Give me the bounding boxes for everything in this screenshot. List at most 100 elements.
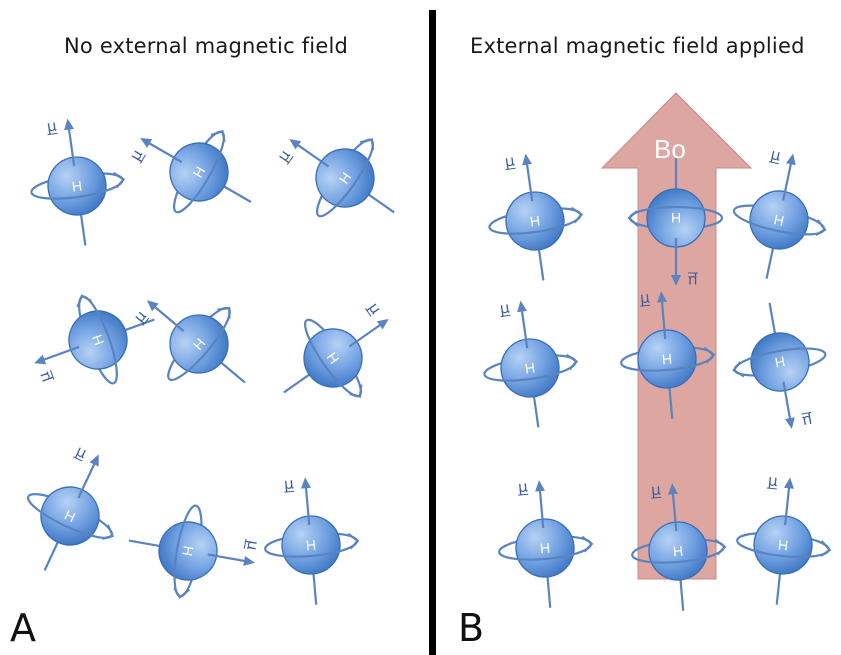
- mu-label: μ: [517, 477, 529, 496]
- panel-b-spin-8: μH: [631, 480, 727, 611]
- mu-vector-bar: [243, 538, 247, 549]
- mu-vector-bar: [73, 456, 83, 462]
- mu-label: μ: [504, 151, 516, 170]
- mu-vector-bar: [49, 369, 55, 380]
- mu-label: μ: [283, 474, 295, 493]
- moment-arrowhead: [517, 300, 528, 313]
- moment-arrowhead: [668, 483, 679, 495]
- panel-b-spin-3: μH: [732, 145, 827, 279]
- magnetic-moment-vector: [525, 157, 534, 202]
- mu-label: μ: [73, 442, 90, 463]
- mu-vector-bar: [505, 167, 516, 171]
- magnetic-moment-vector: [77, 457, 99, 499]
- magnetic-moment-vector: [67, 122, 76, 167]
- panel-a-letter: A: [10, 606, 36, 650]
- rotation-arrowhead: [102, 524, 115, 540]
- panel-a-spin-1: μH: [30, 116, 126, 246]
- panel-a-spin-7: μH: [26, 442, 115, 571]
- rotation-arrowhead: [217, 306, 231, 319]
- mu-label: μ: [243, 539, 262, 552]
- mu-label: μ: [650, 480, 662, 499]
- rotation-arrowhead: [359, 138, 375, 151]
- moment-arrowhead: [289, 138, 302, 150]
- panel-a-spin-4: μH: [34, 294, 155, 385]
- panel-b-spin-9: μH: [736, 471, 832, 605]
- mu-vector-bar: [142, 317, 150, 326]
- rotation-arrowhead: [570, 206, 584, 224]
- rotation-arrowhead: [714, 538, 727, 556]
- moment-arrowhead: [89, 454, 99, 467]
- magnetic-moment-vector: [660, 295, 667, 340]
- moment-arrowhead: [671, 275, 681, 286]
- magnetic-moment-vector: [782, 381, 793, 426]
- magnetic-moment-vector: [348, 320, 387, 348]
- magnetic-moment-vector: [143, 139, 183, 163]
- mu-label: μ: [688, 272, 698, 290]
- moment-arrowhead: [522, 153, 533, 166]
- magnetic-moment-vector: [783, 481, 791, 526]
- mu-label: μ: [769, 145, 783, 165]
- mu-vector-bar: [284, 490, 295, 493]
- mu-vector-bar: [651, 496, 662, 499]
- atom-label: H: [777, 537, 789, 554]
- atom-label: H: [71, 177, 83, 194]
- moment-arrowhead: [657, 291, 668, 303]
- magnetic-moment-vector: [304, 481, 311, 526]
- mu-vector-bar: [47, 132, 58, 136]
- panel-b-title: External magnetic field applied: [470, 34, 805, 58]
- magnetic-moment-vector: [538, 484, 545, 529]
- atom-label: H: [179, 545, 197, 558]
- panel-divider: [429, 10, 436, 655]
- panel-b-letter: B: [458, 606, 485, 650]
- atom-label: H: [305, 537, 316, 554]
- rotation-arrowhead: [76, 294, 92, 308]
- rotation-arrowhead: [703, 346, 716, 364]
- mu-vector-bar: [139, 154, 146, 164]
- rotation-arrowhead: [173, 587, 190, 599]
- moment-arrowhead: [301, 477, 312, 489]
- mu-vector-bar: [286, 155, 294, 165]
- rotation-arrowhead: [732, 361, 745, 378]
- panel-b-spin-7: μH: [498, 477, 594, 608]
- panel-a-spin-2: μH: [126, 129, 252, 214]
- magnetic-moment-vector: [291, 140, 330, 168]
- mu-label: μ: [365, 299, 385, 318]
- rotation-arrowhead: [815, 219, 827, 236]
- moment-arrowhead: [243, 555, 255, 566]
- moment-arrowhead: [783, 477, 794, 489]
- moment-arrowhead: [140, 138, 153, 148]
- mu-vector-bar: [766, 487, 777, 490]
- magnetic-moment-vector: [520, 304, 529, 349]
- panel-b-spin-1: μH: [488, 151, 584, 281]
- moment-arrowhead: [34, 354, 47, 365]
- moment-arrowhead: [784, 417, 795, 429]
- mu-vector-bar: [518, 493, 529, 496]
- field-label-bo: Bo: [654, 134, 686, 164]
- magnetic-moment-vector: [149, 302, 185, 332]
- rotation-arrowhead: [347, 532, 360, 550]
- atom-label: H: [661, 351, 672, 368]
- moment-arrowhead: [146, 300, 159, 312]
- mu-label: μ: [274, 146, 294, 165]
- mu-vector-bar: [801, 411, 812, 415]
- panel-a-spin-6: μH: [283, 299, 389, 398]
- panel-a-spin-8: μH: [128, 504, 263, 599]
- magnetic-moment-vector: [782, 157, 794, 201]
- atom-label: H: [671, 210, 681, 226]
- mu-vector-bar: [768, 161, 779, 165]
- moment-arrowhead: [64, 118, 75, 131]
- mu-vector-bar: [500, 314, 511, 318]
- magnetic-moment-vector: [207, 553, 252, 564]
- atom-label: H: [772, 211, 785, 229]
- rotation-arrowhead: [112, 171, 126, 189]
- rotation-arrowhead: [565, 353, 579, 371]
- atom-label: H: [672, 543, 683, 560]
- mu-label: μ: [126, 146, 147, 164]
- moment-arrowhead: [376, 318, 389, 330]
- atom-label: H: [524, 359, 536, 376]
- panel-a-title: No external magnetic field: [64, 34, 349, 58]
- atom-label: H: [774, 353, 787, 371]
